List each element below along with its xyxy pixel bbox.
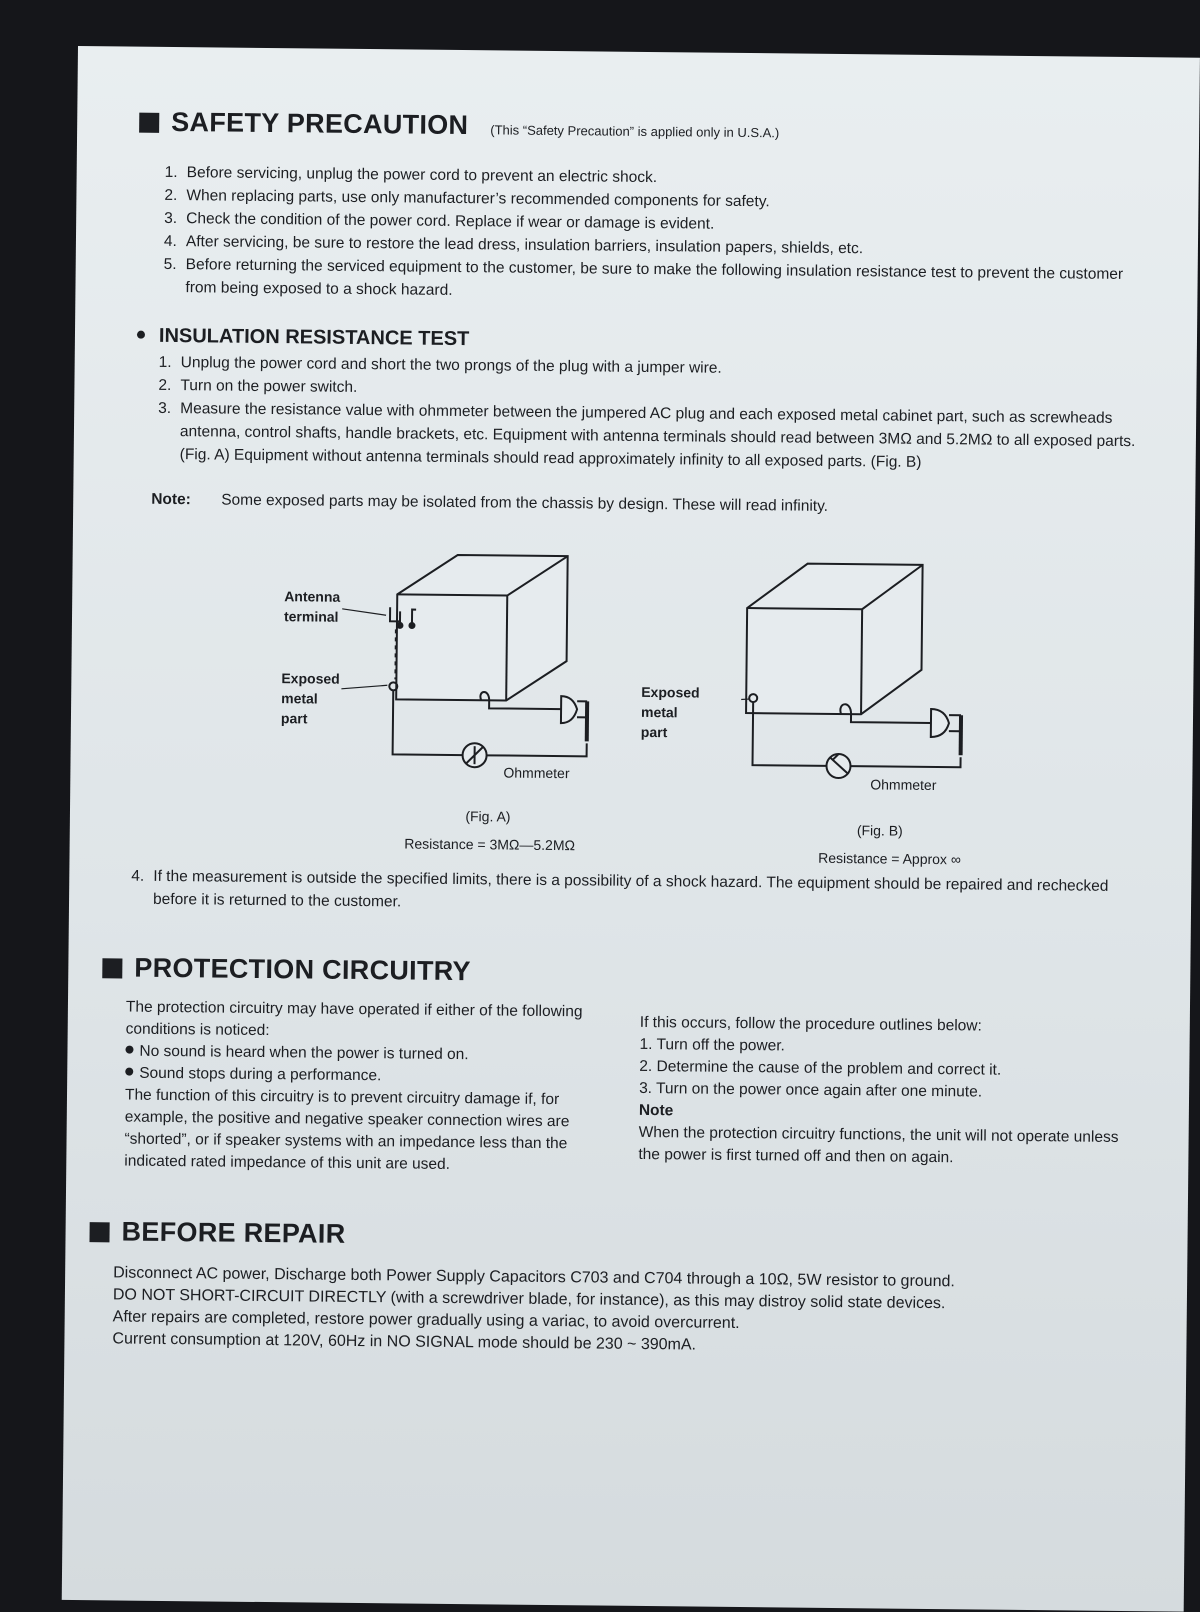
bullet-icon [125, 1046, 133, 1054]
ohmmeter-label-b: Ohmmeter [870, 774, 936, 795]
bullet-icon [125, 1068, 133, 1076]
section-square-icon [102, 958, 122, 978]
fig-a-resistance: Resistance = 3MΩ—5.2MΩ [370, 835, 610, 854]
insulation-note: Note:Some exposed parts may be isolated … [151, 491, 1151, 519]
note-label: Note: [151, 491, 221, 510]
protection-heading: PROTECTION CIRCUITRY [102, 952, 471, 987]
before-repair-heading: BEFORE REPAIR [89, 1216, 345, 1250]
safety-list: 1.Before servicing, unplug the power cor… [163, 161, 1154, 309]
safety-note: (This “Safety Precaution” is applied onl… [490, 122, 779, 140]
insulation-title: INSULATION RESISTANCE TEST [159, 325, 470, 351]
protection-intro: The protection circuitry may have operat… [126, 997, 616, 1046]
protection-body: The function of this circuitry is to pre… [124, 1085, 615, 1178]
before-repair-body: Disconnect AC power, Discharge both Powe… [112, 1262, 1153, 1361]
bullet-icon [137, 331, 145, 339]
protection-right-column: If this occurs, follow the procedure out… [638, 1012, 1140, 1171]
protection-title: PROTECTION CIRCUITRY [134, 953, 471, 988]
before-repair-title: BEFORE REPAIR [121, 1217, 345, 1250]
protection-left-column: The protection circuitry may have operat… [124, 997, 616, 1178]
list-item: 4.If the measurement is outside the spec… [131, 865, 1151, 922]
manual-page: SAFETY PRECAUTION (This “Safety Precauti… [62, 46, 1200, 1612]
list-item: 3.Measure the resistance value with ohmm… [158, 397, 1149, 476]
ohmmeter-label-a: Ohmmeter [503, 762, 569, 783]
figure-a-diagram [340, 549, 592, 782]
figure-b-diagram [740, 553, 992, 786]
insulation-item-4: 4.If the measurement is outside the spec… [131, 865, 1151, 922]
list-item: 5.Before returning the serviced equipmen… [163, 253, 1153, 309]
protection-note-body: When the protection circuitry functions,… [638, 1122, 1138, 1171]
fig-a-caption: (Fig. A) [438, 808, 538, 825]
fig-b-resistance: Resistance = Approx ∞ [769, 849, 1009, 868]
section-square-icon [89, 1222, 109, 1242]
note-text: Some exposed parts may be isolated from … [221, 492, 828, 515]
section-square-icon [139, 113, 159, 133]
safety-heading: SAFETY PRECAUTION (This “Safety Precauti… [139, 107, 779, 145]
safety-title: SAFETY PRECAUTION [171, 107, 468, 141]
insulation-heading: INSULATION RESISTANCE TEST [137, 325, 470, 351]
fig-b-caption: (Fig. B) [830, 822, 930, 839]
insulation-list: 1.Unplug the power cord and short the tw… [158, 351, 1149, 476]
